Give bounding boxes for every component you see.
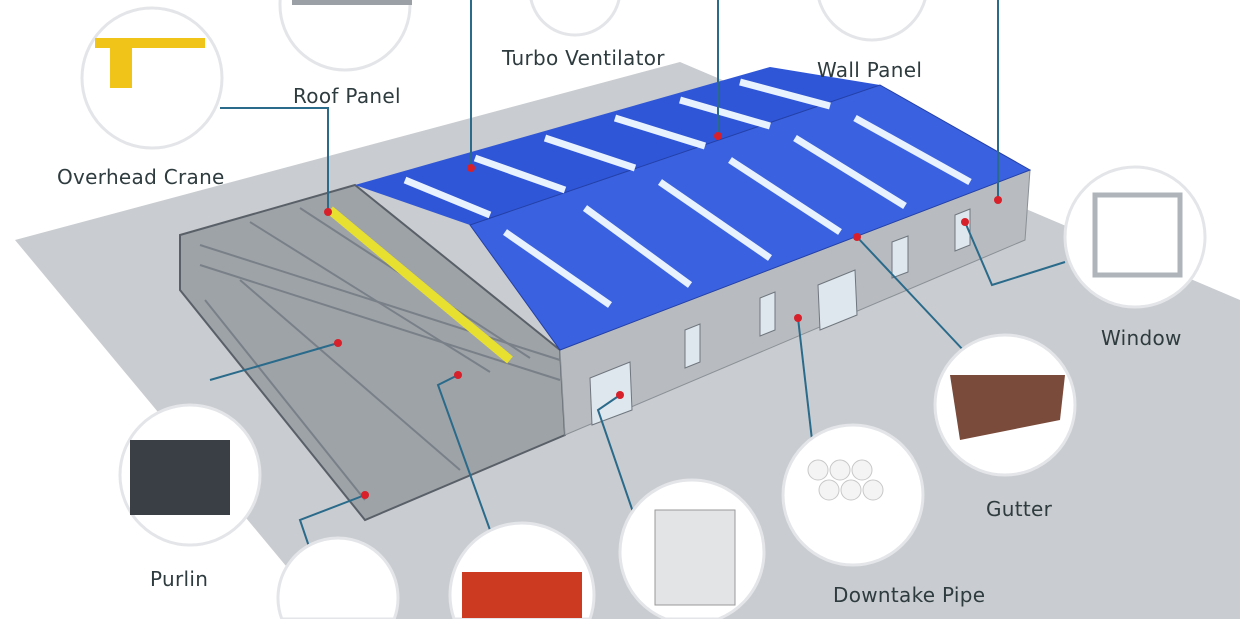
roof-panel-image — [278, 0, 412, 72]
roof-panel-icon — [292, 0, 412, 5]
label-gutter: Gutter — [986, 497, 1053, 521]
leader-lines — [209, 0, 1066, 586]
roof-back — [355, 67, 880, 225]
label-window: Window — [1101, 326, 1182, 350]
bottom-image-1 — [276, 536, 400, 619]
crane-icon — [95, 38, 205, 88]
label-roof-panel: Roof Panel — [293, 84, 401, 108]
label-wall-panel: Wall Panel — [817, 58, 923, 82]
purlin-icon — [130, 440, 230, 515]
pipe-icon — [807, 459, 884, 501]
label-downtake-pipe: Downtake Pipe — [833, 583, 986, 607]
roller-shutter-icon — [654, 509, 736, 606]
label-overhead-crane: Overhead Crane — [57, 165, 225, 189]
skylights — [403, 78, 972, 308]
window-image — [1063, 165, 1207, 309]
window-icon — [1092, 192, 1183, 278]
label-purlin: Purlin — [150, 567, 209, 591]
label-turbo-ventilator: Turbo Ventilator — [502, 46, 665, 70]
gutter-icon — [950, 375, 1065, 440]
crane-beam — [327, 206, 513, 364]
roof-front — [469, 84, 1032, 351]
wall-panel-image — [817, 0, 927, 42]
overhead-crane-image — [80, 6, 224, 150]
steel-structure-icon — [462, 572, 582, 618]
purlin-lines — [199, 207, 561, 501]
turbo-ventilator-image — [529, 0, 621, 37]
marker-dots — [324, 132, 1002, 499]
